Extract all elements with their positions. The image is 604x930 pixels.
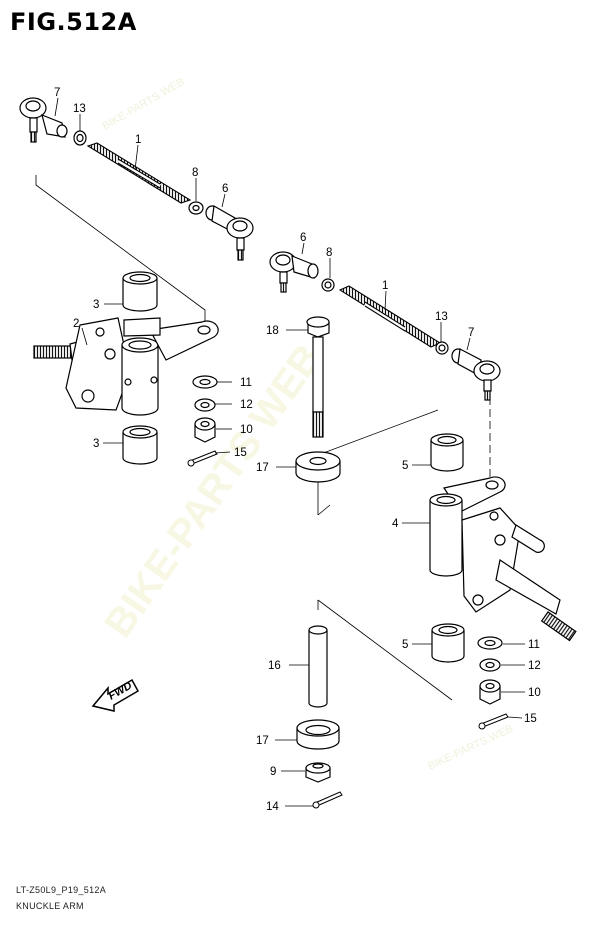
nut-10-left (194, 417, 216, 443)
nut-10-right (479, 679, 501, 705)
figure-title: FIG.512A (10, 8, 137, 36)
callout-12: 12 (528, 660, 541, 672)
callout-6: 6 (300, 232, 306, 244)
callout-7: 7 (54, 87, 60, 99)
washer-11-right (477, 636, 503, 650)
cotter-pin-14 (312, 791, 343, 809)
tie-rod-end-7-right (451, 348, 501, 401)
nut-8-right (321, 278, 335, 292)
callout-15: 15 (524, 713, 537, 725)
tie-rod-end-6-right (269, 251, 319, 293)
knuckle-4-right (429, 476, 577, 642)
callout-2: 2 (73, 318, 79, 330)
bolt-18 (306, 316, 330, 438)
leader-lines (54, 97, 525, 807)
watermark-small: BIKE-PARTS.WEB (101, 76, 187, 133)
callout-11: 11 (240, 377, 252, 389)
callout-5: 5 (402, 460, 408, 472)
callout-3: 3 (93, 438, 99, 450)
callout-7: 7 (468, 327, 474, 339)
nut-13-left (73, 130, 87, 146)
forward-arrow: FWD (91, 678, 140, 712)
watermark-small: BIKE-PARTS.WEB (426, 723, 515, 773)
cotter-pin-15-left (187, 450, 218, 467)
callout-11: 11 (528, 639, 540, 651)
callout-6: 6 (222, 183, 228, 195)
callout-8: 8 (192, 167, 198, 179)
callout-1: 1 (382, 280, 388, 292)
tie-rod-1-right (338, 285, 442, 348)
washer-12-right (479, 658, 501, 672)
washer-11-left (192, 375, 218, 389)
callout-10: 10 (240, 424, 253, 436)
callout-10: 10 (528, 687, 541, 699)
callout-12: 12 (240, 399, 253, 411)
spacer-17-lower (296, 719, 340, 750)
callout-4: 4 (392, 518, 399, 530)
callout-18: 18 (266, 325, 279, 337)
tie-rod-1-left (86, 142, 192, 204)
tie-rod-end-6-left (205, 205, 254, 261)
shaft-16 (308, 625, 328, 708)
callout-16: 16 (268, 660, 281, 672)
drawing-code: LT-Z50L9_P19_512A (16, 885, 106, 895)
nut-8-left (188, 201, 204, 215)
tie-rod-end-left-outer (19, 97, 68, 143)
diagram-caption: KNUCKLE ARM (16, 901, 84, 911)
knuckle-2-left (33, 317, 219, 416)
callout-9: 9 (270, 766, 276, 778)
callout-17: 17 (256, 462, 269, 474)
callout-3: 3 (93, 299, 99, 311)
cap-9 (305, 762, 331, 783)
bushing-5-upper (430, 433, 464, 472)
callout-13: 13 (435, 311, 448, 323)
callout-17: 17 (256, 735, 269, 747)
washer-12-left (194, 398, 216, 412)
callout-5: 5 (402, 639, 408, 651)
callout-labels: 7 13 1 8 6 6 8 1 13 7 3 2 11 12 10 3 15 … (54, 87, 541, 813)
callout-1: 1 (135, 134, 141, 146)
bushing-3-lower (122, 425, 158, 465)
bushing-5-lower (431, 623, 465, 663)
assembly-lines (35, 175, 491, 701)
callout-8: 8 (326, 247, 332, 259)
spacer-17-upper (295, 451, 341, 483)
callout-13: 13 (73, 103, 86, 115)
bushing-3-upper (122, 271, 158, 312)
nut-13-right (435, 341, 449, 355)
callout-14: 14 (266, 801, 279, 813)
callout-15: 15 (234, 447, 247, 459)
